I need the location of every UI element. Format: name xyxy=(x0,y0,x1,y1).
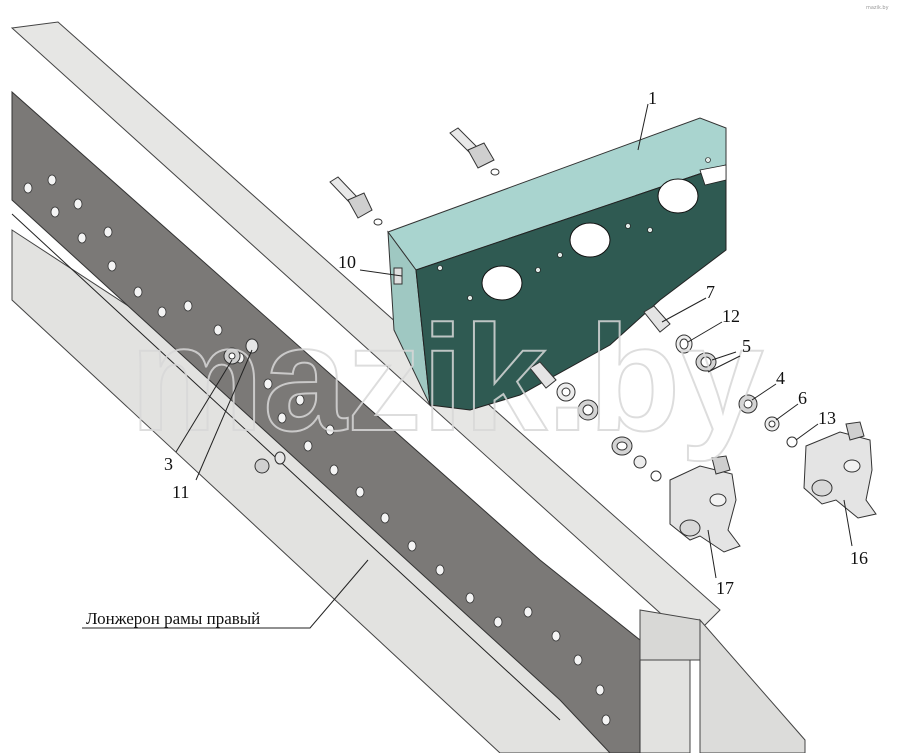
stud-upper xyxy=(643,305,798,448)
plate-hole xyxy=(657,178,699,214)
clamp-17 xyxy=(669,455,741,553)
rail-rim-line xyxy=(11,213,561,721)
rail-nuts xyxy=(223,338,286,474)
plate-face xyxy=(415,164,727,411)
plate-hole xyxy=(569,222,611,258)
callout-13: 13 xyxy=(818,408,836,428)
callout-17: 17 xyxy=(716,578,734,598)
callout-11: 11 xyxy=(172,482,189,502)
plate-small-holes xyxy=(437,157,711,301)
frame-rail-label: Лонжерон рамы правый xyxy=(86,609,260,628)
callout-12: 12 xyxy=(722,306,740,326)
callout-16: 16 xyxy=(850,548,868,568)
corner-mark: mazik.by xyxy=(866,5,889,11)
plate-hole xyxy=(481,265,523,301)
watermark-text: mazik.by xyxy=(130,294,764,462)
callout-1: 1 xyxy=(648,88,657,108)
callout-5: 5 xyxy=(742,336,751,356)
plate-slot xyxy=(699,164,727,186)
callout-10: 10 xyxy=(338,252,356,272)
callout-7: 7 xyxy=(706,282,715,302)
callout-labels: 1 3 4 5 6 7 10 11 12 13 16 17 Лонжерон р… xyxy=(86,88,868,628)
stud-lower xyxy=(529,361,662,482)
rail-web xyxy=(11,90,641,753)
rail-upper-flange xyxy=(10,21,721,641)
rail-outer-flange xyxy=(699,618,806,753)
rail-holes xyxy=(23,174,611,726)
leader-lines xyxy=(82,103,853,629)
callout-3: 3 xyxy=(164,454,173,474)
upper-bolt xyxy=(329,176,383,226)
frame-rail xyxy=(10,21,806,753)
clamp-16 xyxy=(803,421,877,519)
callout-4: 4 xyxy=(776,368,785,388)
upper-bolt xyxy=(449,127,500,176)
callout-6: 6 xyxy=(798,388,807,408)
